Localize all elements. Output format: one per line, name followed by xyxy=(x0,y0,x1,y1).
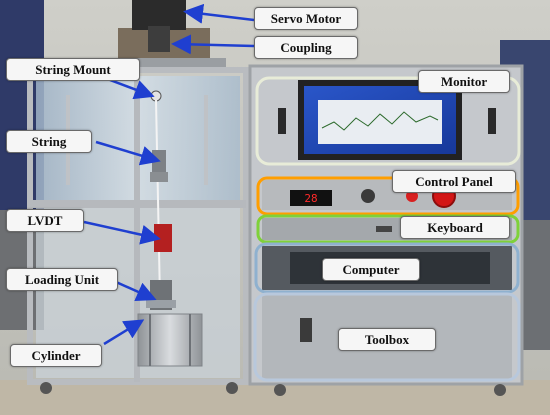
caster-wheel xyxy=(226,382,238,394)
computer-label: Computer xyxy=(322,258,420,281)
string-mount xyxy=(150,90,162,102)
servo-motor-body xyxy=(132,0,186,30)
keyboard-label: Keyboard xyxy=(400,216,510,239)
string-mount-arrow xyxy=(109,78,155,100)
led-display xyxy=(290,190,332,206)
cylinder-body xyxy=(137,313,203,367)
string-mount-label: String Mount xyxy=(6,58,140,81)
coupling-arrow xyxy=(171,34,255,55)
keyboard-latch xyxy=(376,226,392,232)
cabinet-handle xyxy=(488,108,496,134)
lvdt-sensor xyxy=(154,224,172,252)
loading-plate xyxy=(146,300,176,308)
chamber-mid-post xyxy=(134,70,140,382)
monitor-signal-trace xyxy=(321,111,439,131)
keyboard-highlight-box xyxy=(256,214,520,244)
caster-wheel xyxy=(494,384,506,396)
servo-motor-label: Servo Motor xyxy=(254,7,358,30)
chamber-window-bar xyxy=(204,95,208,185)
control-panel-highlight-box xyxy=(256,176,520,216)
led-readout: 28 xyxy=(304,192,317,205)
floor xyxy=(0,380,550,415)
control-panel-label: Control Panel xyxy=(392,170,516,193)
cylinder-arrow xyxy=(103,319,145,346)
computer-highlight-box xyxy=(254,242,520,294)
indicator-button xyxy=(406,190,418,202)
coupling-part xyxy=(148,26,170,52)
caster-wheel xyxy=(274,384,286,396)
string-clamp xyxy=(152,150,166,172)
monitor-highlight-box xyxy=(255,76,521,166)
servo-motor-arrow xyxy=(183,3,255,24)
caster-wheel xyxy=(40,382,52,394)
string-label: String xyxy=(6,130,92,153)
toolbox-highlight-box xyxy=(253,292,521,382)
control-knob xyxy=(361,189,375,203)
software-window xyxy=(318,100,442,144)
toolbox-label: Toolbox xyxy=(338,328,436,351)
cabinet-handle xyxy=(278,108,286,134)
loading-unit-label: Loading Unit xyxy=(6,268,118,291)
cylinder-label: Cylinder xyxy=(10,344,102,367)
monitor-label: Monitor xyxy=(418,70,510,93)
lvdt-arrow xyxy=(83,220,161,245)
toolbox-lock xyxy=(300,318,312,342)
string-arrow xyxy=(95,140,161,166)
coupling-label: Coupling xyxy=(254,36,358,59)
loading-unit-arrow xyxy=(115,280,157,302)
lvdt-label: LVDT xyxy=(6,209,84,232)
string xyxy=(155,99,161,301)
string-clamp-lower xyxy=(150,172,168,182)
